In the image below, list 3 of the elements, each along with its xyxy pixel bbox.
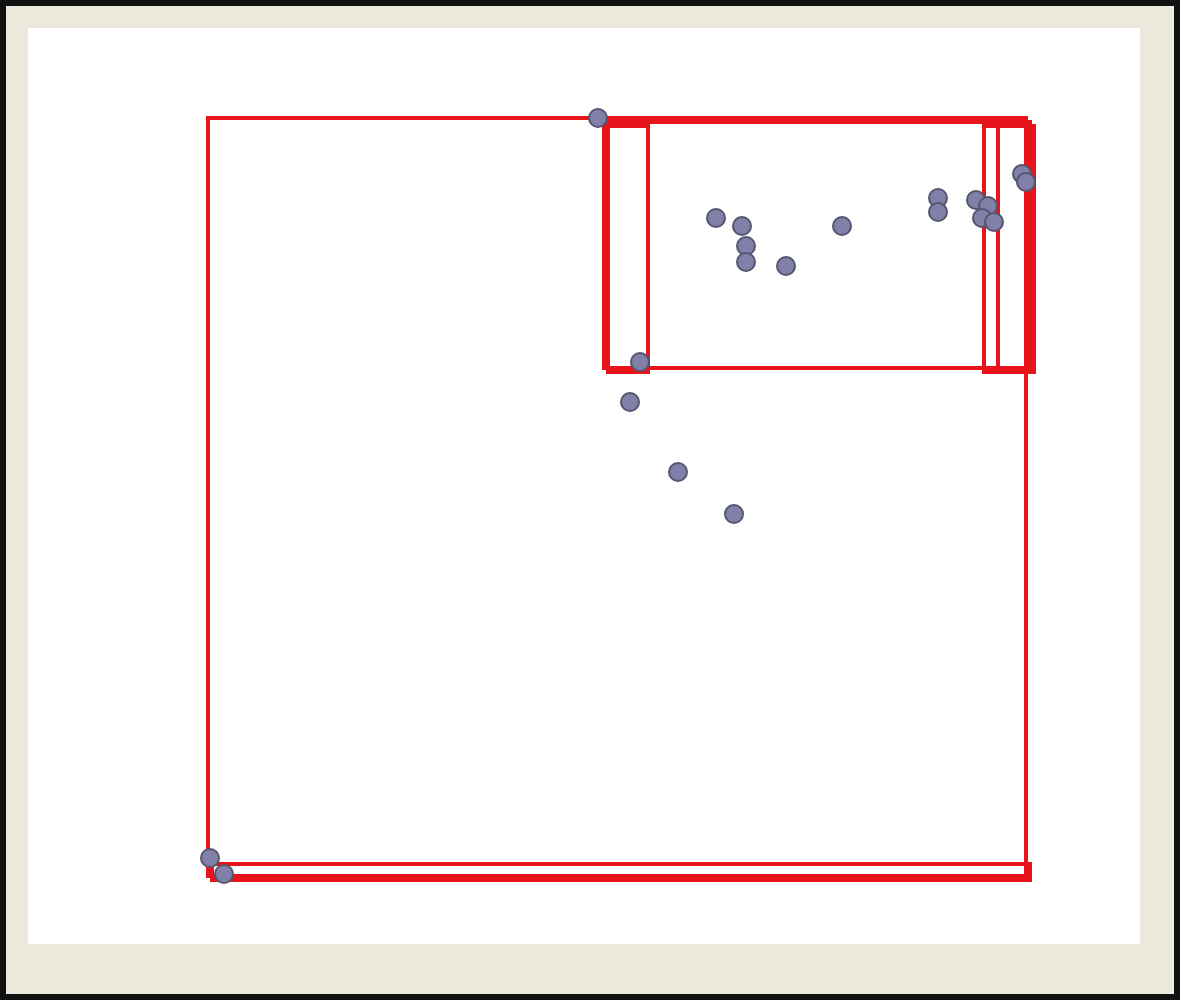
partition-rectangle: [996, 124, 1036, 374]
partition-rectangle: [606, 124, 650, 374]
partition-rectangle: [210, 862, 1032, 882]
